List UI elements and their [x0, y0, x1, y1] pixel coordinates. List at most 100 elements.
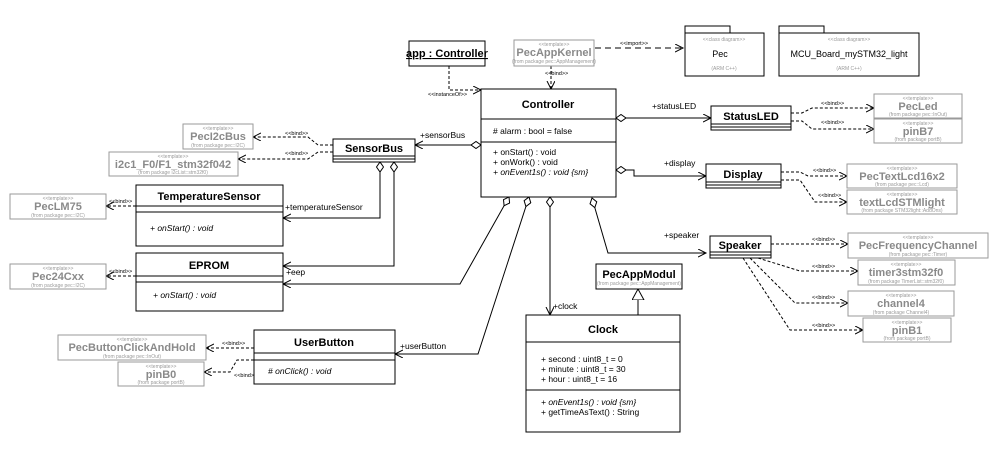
template-pin-b0[interactable]: <<template>> pinB0 (from package portB): [117, 361, 205, 387]
display-association: [616, 170, 706, 176]
template-stereotype: <<template>>: [43, 196, 74, 202]
template-name: PecTextLcd16x2: [859, 171, 944, 183]
template-stereotype: <<template>>: [203, 126, 234, 132]
clock-attribute: + minute : uint8_t = 30: [541, 364, 626, 374]
user-button-role: +userButton: [400, 341, 446, 351]
controller-attribute: # alarm : bool = false: [493, 126, 572, 136]
controller-operation: + onWork() : void: [493, 157, 558, 167]
clock-operation: + onEvent1s() : void {sm}: [541, 397, 636, 407]
bind-label: <<bind>>: [109, 269, 132, 275]
template-stereotype: <<template>>: [891, 262, 922, 268]
template-pin-b1[interactable]: <<template>> pinB1 (from package portB): [862, 317, 952, 343]
clock-name: Clock: [588, 324, 619, 336]
template-name: PecLed: [898, 101, 937, 113]
bind-channel4: [749, 257, 848, 303]
template-from: (from package pec::Lcd): [875, 182, 929, 188]
template-pec-i2c-bus[interactable]: <<template>> PecI2cBus (from package pec…: [182, 123, 254, 150]
template-pin-b7[interactable]: <<template>> pinB7 (from package portB): [873, 118, 963, 144]
connectors: <<instanceOf>> <<bind>> <<import>> +stat…: [106, 41, 874, 379]
bind-label: <<bind>>: [285, 131, 308, 137]
template-pec-button-click-and-hold[interactable]: <<template>> PecButtonClickAndHold (from…: [57, 334, 207, 361]
template-pec-24cxx[interactable]: <<template>> Pec24Cxx (from package pec:…: [9, 263, 107, 290]
template-text-lcd-light[interactable]: <<template>> textLcdSTMlight (from packa…: [846, 189, 958, 215]
class-status-led[interactable]: StatusLED: [710, 105, 792, 131]
bind-label: <<bind>>: [821, 120, 844, 126]
class-eprom[interactable]: EPROM + onStart() : void: [135, 252, 284, 312]
controller-operation: + onEvent1s() : void {sm}: [493, 167, 588, 177]
template-from: (from package pec::InOut): [889, 112, 947, 118]
temperature-sensor-name: TemperatureSensor: [157, 191, 261, 203]
template-stereotype: <<template>>: [903, 235, 934, 241]
sensor-bus-eprom-link: [283, 162, 394, 266]
sensor-bus-role: +sensorBus: [420, 130, 465, 140]
bind-pin-b0: [204, 359, 254, 372]
bind-text-lcd-light: [781, 179, 847, 202]
template-from: (from package pec::I2C): [31, 283, 85, 289]
template-name: pinB0: [146, 369, 177, 381]
template-name: PecFrequencyChannel: [859, 240, 978, 252]
bind-label: <<bind>>: [821, 101, 844, 107]
bind-label: <<bind>>: [109, 199, 132, 205]
package-mcu-board-title: MCU_Board_mySTM32_light: [790, 49, 908, 59]
class-temperature-sensor[interactable]: TemperatureSensor + onStart() : void: [135, 184, 284, 247]
template-stereotype: <<template>>: [903, 96, 934, 102]
template-stereotype: <<template>>: [886, 293, 917, 299]
template-name: pinB1: [892, 325, 923, 337]
class-display[interactable]: Display: [705, 163, 782, 189]
template-pec-led[interactable]: <<template>> PecLed (from package pec::I…: [873, 93, 963, 119]
instance-of-label: <<instanceOf>>: [428, 92, 467, 98]
user-button-name: UserButton: [294, 337, 354, 349]
template-from: (from package pec::Timer): [889, 252, 948, 258]
package-pec-note: (ARM C++): [711, 66, 737, 72]
app-instance[interactable]: app : Controller: [406, 40, 489, 67]
bind-pin-b7: [791, 120, 874, 129]
class-controller[interactable]: Controller # alarm : bool = false + onSt…: [480, 88, 617, 198]
bind-label: <<bind>>: [812, 264, 835, 270]
class-speaker[interactable]: Speaker: [709, 235, 772, 259]
template-name: i2c1_F0/F1_stm32f042: [115, 159, 231, 171]
template-from: (from package portB): [884, 336, 931, 342]
bind-label: <<bind>>: [812, 323, 835, 329]
eprom-operation: + onStart() : void: [153, 290, 216, 300]
class-clock[interactable]: Clock + second : uint8_t = 0 + minute : …: [525, 314, 681, 433]
template-from: (from package portB): [895, 137, 942, 143]
template-stereotype: <<template>>: [43, 266, 74, 272]
bind-label: <<bind>>: [812, 237, 835, 243]
class-pec-app-modul[interactable]: PecAppModul (from package pec::AppManage…: [595, 263, 683, 290]
display-role: +display: [664, 158, 696, 168]
template-pec-lm75[interactable]: <<template>> PecLM75 (from package pec::…: [9, 193, 107, 220]
sensor-bus-name: SensorBus: [345, 143, 403, 155]
clock-attribute: + hour : uint8_t = 16: [541, 374, 617, 384]
template-channel4[interactable]: <<template>> channel4 (from package Chan…: [847, 290, 955, 317]
package-mcu-board-note: (ARM C++): [836, 66, 862, 72]
template-timer3[interactable]: <<template>> timer3stm32f0 (from package…: [857, 259, 956, 286]
template-i2c1[interactable]: <<template>> i2c1_F0/F1_stm32f042 (from …: [108, 151, 239, 177]
bind-pec-led: [791, 108, 874, 114]
template-from: (from package pec::InOut): [103, 354, 161, 360]
template-name: textLcdSTMlight: [859, 197, 945, 209]
bind-label: <<bind>>: [812, 295, 835, 301]
kernel-bind-label: <<bind>>: [545, 71, 568, 77]
pec-app-kernel[interactable]: <<template>> PecAppKernel (from package …: [512, 39, 596, 67]
controller-operation: + onStart() : void: [493, 147, 556, 157]
controller-name: Controller: [522, 99, 575, 111]
class-user-button[interactable]: UserButton # onClick() : void: [253, 329, 396, 385]
template-from: (from package TimerList::stm32f0): [868, 279, 944, 285]
package-mcu-board[interactable]: <<class diagram>> MCU_Board_mySTM32_ligh…: [778, 25, 920, 77]
template-from: (from package pec::I2C): [31, 213, 85, 219]
template-stereotype: <<template>>: [539, 42, 570, 48]
template-stereotype: <<template>>: [887, 166, 918, 172]
template-stereotype: <<template>>: [887, 192, 918, 198]
template-name: pinB7: [903, 126, 934, 138]
user-button-operation: # onClick() : void: [268, 366, 332, 376]
package-pec[interactable]: <<class diagram>> Pec (ARM C++): [684, 25, 765, 77]
template-from: (from package portB): [138, 380, 185, 386]
bind-label: <<bind>>: [818, 193, 841, 199]
class-sensor-bus[interactable]: SensorBus: [332, 138, 416, 163]
template-name: Pec24Cxx: [32, 271, 85, 283]
template-stereotype: <<template>>: [158, 154, 189, 160]
bind-label: <<bind>>: [813, 168, 836, 174]
template-pec-frequency-channel[interactable]: <<template>> PecFrequencyChannel (from p…: [847, 232, 989, 259]
template-pec-text-lcd[interactable]: <<template>> PecTextLcd16x2 (from packag…: [846, 163, 958, 189]
